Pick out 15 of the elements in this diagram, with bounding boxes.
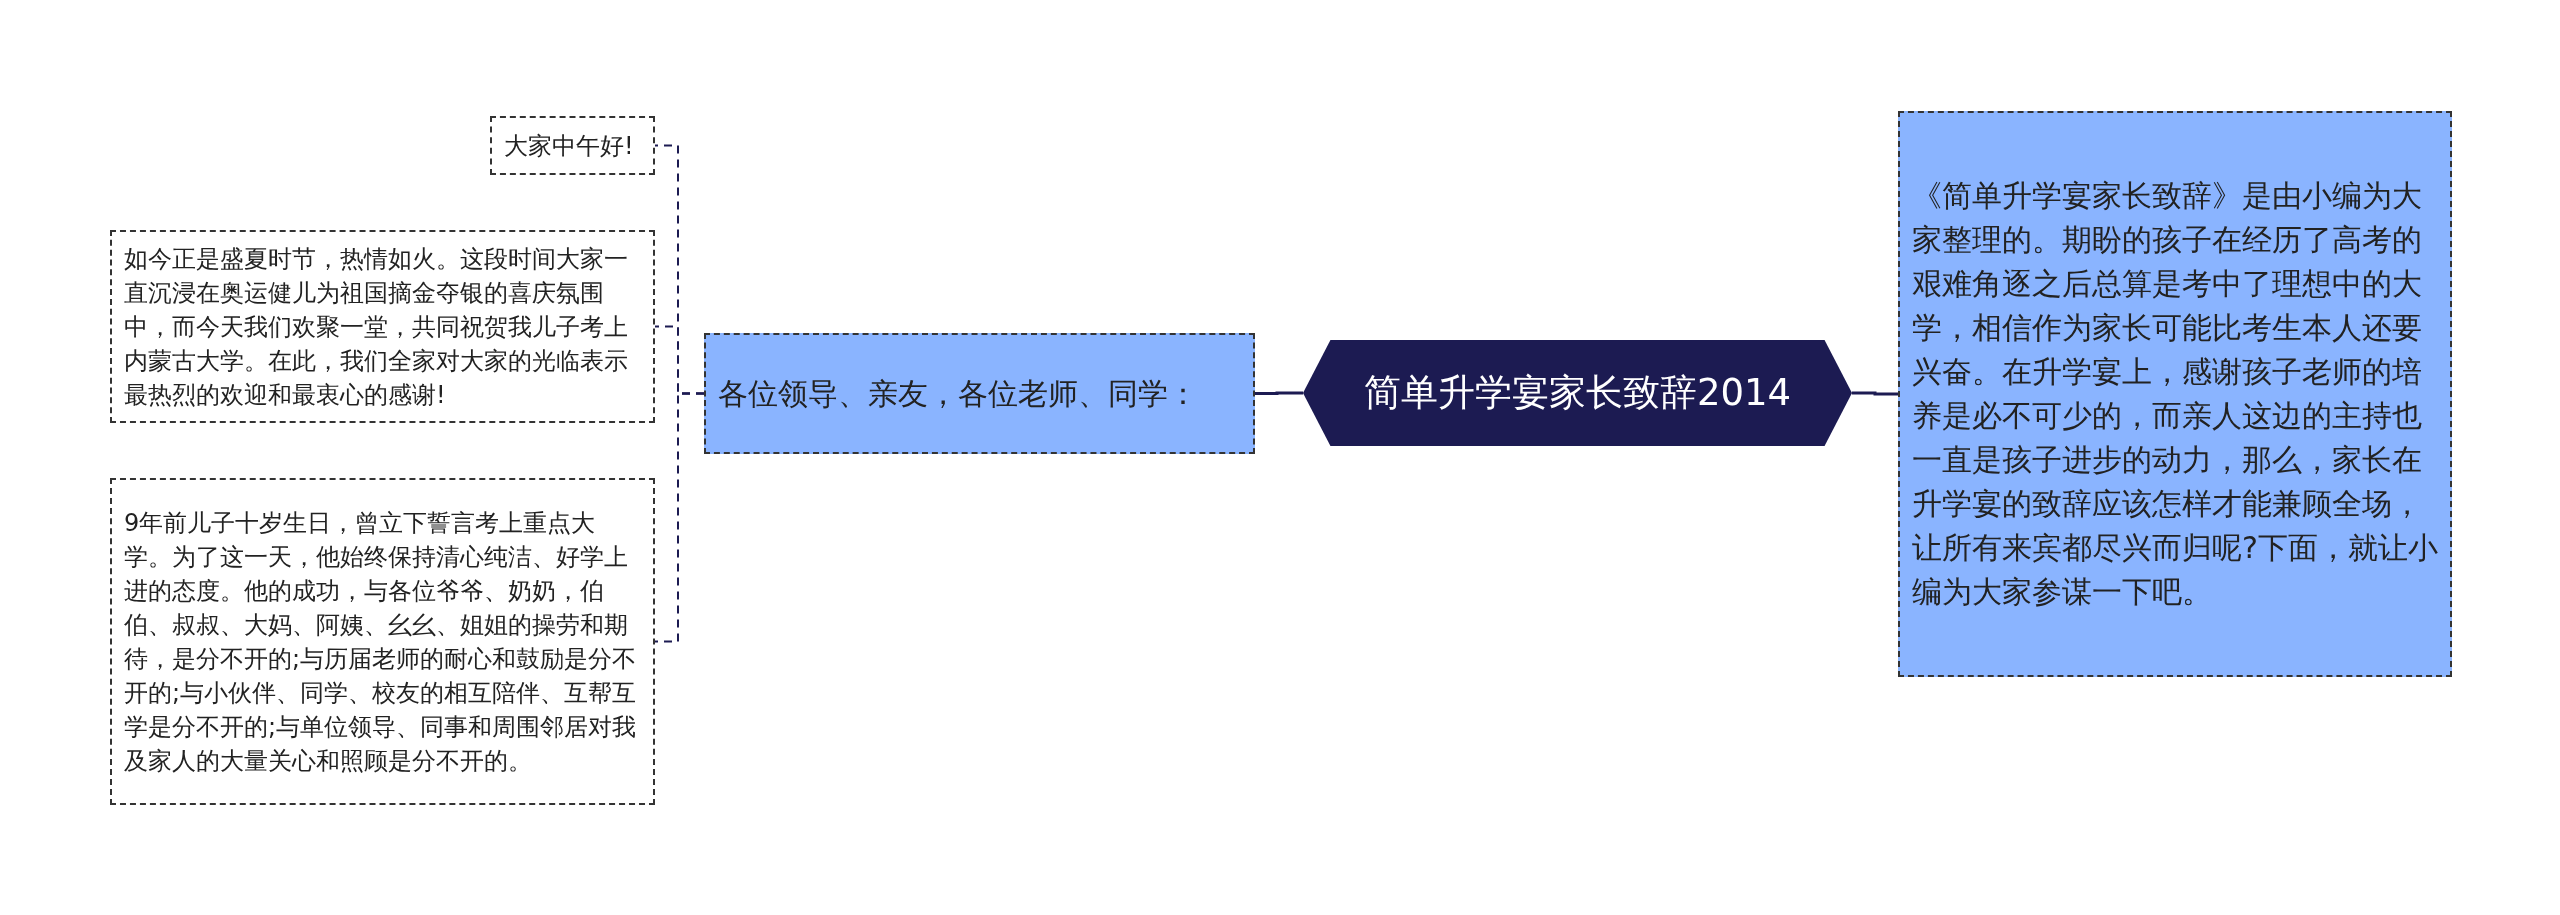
branch-box xyxy=(704,333,1255,454)
node-text: 大家中午好! xyxy=(504,130,634,162)
node-text: 《简单升学宴家长致辞》是由小编为大家整理的。期盼的孩子在经历了高考的艰难角逐之后总算是考中了理想中的大学，相信作为家长可能比考生本人还要兴奋。在升学宴上，感谢孩子老师的培养是必不可少的，而亲人这边的主持也一直是孩子进步的动力，那么，家长在升学宴的致辞应该怎样才能兼顾全场，让所有来宾都尽兴而归呢?下面，就让小编为大家参谋一下吧。 xyxy=(1912,177,2438,611)
node-text: 简单升学宴家长致辞2014 xyxy=(1363,369,1792,416)
node-text: 各位领导、亲友，各位老师、同学： xyxy=(718,374,1198,413)
branch-box xyxy=(1898,111,2452,677)
leaf-box xyxy=(110,230,655,423)
topic-hexagon xyxy=(1303,340,1852,446)
leaf-box xyxy=(110,478,655,805)
node-text: 9年前儿子十岁生日，曾立下誓言考上重点大学。为了这一天，他始终保持清心纯洁、好学上进的态度。他的成功，与各位爷爷、奶奶，伯伯、叔叔、大妈、阿姨、幺幺、姐姐的操劳和期待，是分不开的;与历届老师的耐心和鼓励是分不开的;与小伙伴、同学、校友的相互陪伴、互帮互学是分不开的;与单位领导、同事和周围邻居对我及家人的大量关心和照顾是分不开的。 xyxy=(124,507,638,777)
node-text: 如今正是盛夏时节，热情如火。这段时间大家一直沉浸在奥运健儿为祖国摘金夺银的喜庆氛围中，而今天我们欢聚一堂，共同祝贺我儿子考上内蒙古大学。在此，我们全家对大家的光临表示最热烈的欢迎和最衷心的感谢! xyxy=(124,243,629,411)
leaf-box xyxy=(490,116,655,175)
connector-line xyxy=(654,392,705,643)
connector-line xyxy=(1852,391,1898,396)
connector-line xyxy=(1255,391,1303,395)
